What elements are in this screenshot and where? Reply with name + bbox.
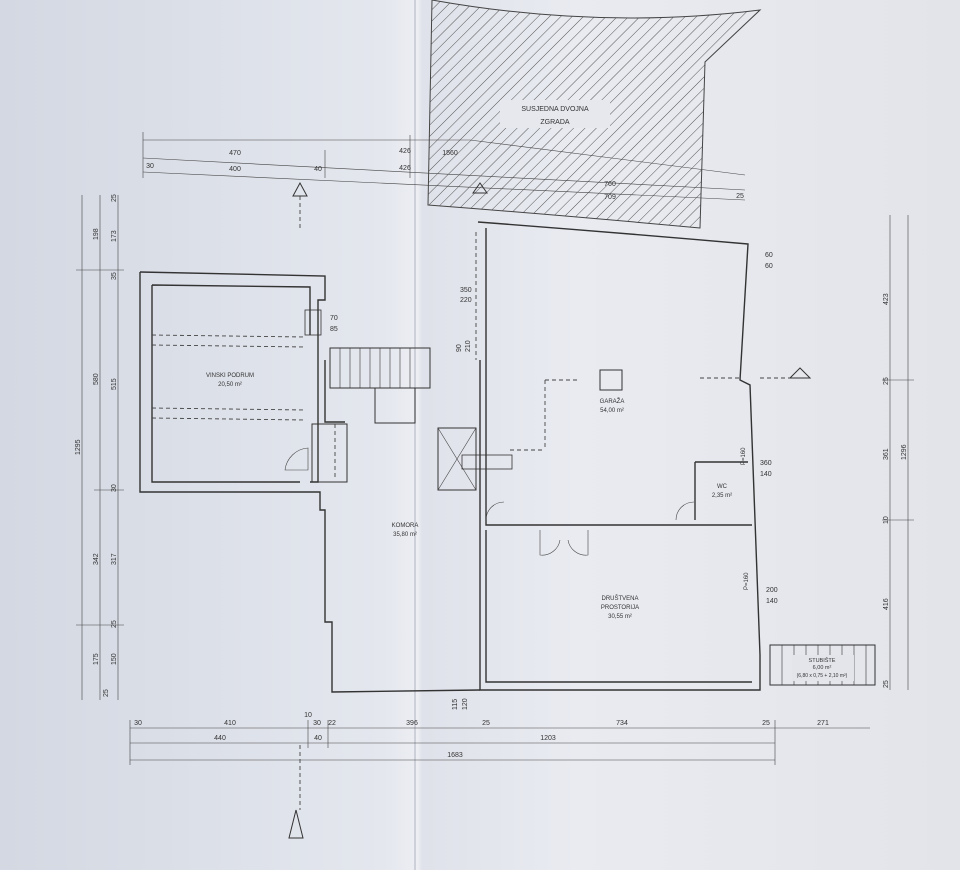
dim-bot-10: 10 <box>304 712 312 719</box>
dim-bot-271: 271 <box>817 720 829 727</box>
opening-w2-b: 60 <box>765 263 773 270</box>
room-stairs-name: STUBIŠTE <box>809 657 836 664</box>
dim-top-40: 40 <box>314 166 322 173</box>
opening-w7-b: 120 <box>462 698 469 710</box>
dim-bot-1683: 1683 <box>447 752 463 759</box>
dim-top-709: 709 <box>604 194 616 201</box>
dim-left-35: 35 <box>111 272 118 280</box>
dim-left-25a: 25 <box>111 194 118 202</box>
opening-w3-a: 360 <box>760 460 772 467</box>
room-wc-name: WC <box>717 484 728 490</box>
room-stairs-area: 6,00 m² <box>813 665 832 671</box>
dim-top-400: 400 <box>229 166 241 173</box>
dim-left-150: 150 <box>111 653 118 665</box>
dim-right-1296: 1296 <box>901 444 908 460</box>
details <box>151 232 876 686</box>
section-markers <box>288 181 812 839</box>
dim-left-580: 580 <box>93 373 100 385</box>
bottom-dimensions: 30 410 10 30 22 396 25 734 25 271 440 40… <box>129 712 870 765</box>
opening-w7-a: 115 <box>452 699 459 710</box>
dim-bot-40: 40 <box>314 735 322 742</box>
dim-top-470: 470 <box>229 150 241 157</box>
dim-left-175: 175 <box>93 653 100 665</box>
room-stairs-formula: (6,80 x 0,75 + 2,10 m²) <box>797 673 848 679</box>
dim-top-1560: 1560 <box>442 150 458 157</box>
dim-right-361: 361 <box>883 448 890 460</box>
opening-p1: P=160 <box>741 447 747 465</box>
dim-top-30: 30 <box>146 163 154 170</box>
room-social-area: 30,55 m² <box>608 614 632 620</box>
room-garage-name: GARAŽA <box>600 397 625 405</box>
dim-bot-396: 396 <box>406 720 418 727</box>
room-storage-area: 35,80 m² <box>393 532 417 538</box>
left-dimensions: 25 173 198 35 515 580 1295 30 317 342 25… <box>75 194 124 700</box>
opening-labels: 70 85 60 60 360 140 200 140 350 220 90 2… <box>330 252 778 710</box>
neighbor-building: SUSJEDNA DVOJNA ZGRADA <box>427 0 762 229</box>
room-wine-cellar-name: VINSKI PODRUM <box>206 373 254 379</box>
dim-left-1295: 1295 <box>75 439 82 455</box>
opening-w3-b: 140 <box>760 471 772 478</box>
dim-right-25b: 25 <box>883 680 890 688</box>
opening-w5-b: 220 <box>460 297 472 304</box>
opening-w1-a: 70 <box>330 315 338 322</box>
room-wine-cellar-area: 20,50 m² <box>218 382 242 388</box>
dim-left-342: 342 <box>93 553 100 565</box>
dim-left-173: 173 <box>111 230 118 242</box>
dim-top-760: 760 <box>604 181 616 188</box>
opening-p2: P=160 <box>744 572 750 590</box>
room-wc-area: 2,35 m² <box>712 493 732 499</box>
opening-w5-a: 350 <box>460 287 472 294</box>
dim-bot-734: 734 <box>616 720 628 727</box>
opening-w2-a: 60 <box>765 252 773 259</box>
dim-right-25a: 25 <box>883 377 890 385</box>
dim-bot-25a: 25 <box>482 720 490 727</box>
room-social-name: DRUŠTVENA <box>601 595 638 602</box>
room-garage-area: 54,00 m² <box>600 408 624 414</box>
dim-left-317: 317 <box>111 553 118 565</box>
dim-left-30: 30 <box>111 484 118 492</box>
room-labels: VINSKI PODRUM 20,50 m² KOMORA 35,80 m² G… <box>206 373 848 679</box>
dim-top-426a: 426 <box>399 148 411 155</box>
neighbor-label-1: SUSJEDNA DVOJNA <box>521 106 589 113</box>
right-dimensions: 423 25 361 10 1296 416 25 <box>882 215 914 690</box>
dim-top-426b: 426 <box>399 165 411 172</box>
opening-w1-b: 85 <box>330 326 338 333</box>
opening-w6-b: 210 <box>465 340 472 352</box>
dim-bot-440: 440 <box>214 735 226 742</box>
dim-right-10: 10 <box>883 516 890 524</box>
dim-top-25: 25 <box>736 193 744 200</box>
dim-right-416: 416 <box>883 598 890 610</box>
room-storage-name: KOMORA <box>392 523 419 529</box>
opening-w4-a: 200 <box>766 587 778 594</box>
neighbor-label-2: ZGRADA <box>540 119 570 126</box>
room-social-name2: PROSTORIJA <box>601 605 639 611</box>
opening-w4-b: 140 <box>766 598 778 605</box>
dim-right-423: 423 <box>883 293 890 305</box>
dim-left-515: 515 <box>111 378 118 390</box>
opening-w6-a: 90 <box>456 344 463 352</box>
dim-bot-410: 410 <box>224 720 236 727</box>
dim-bot-22: 22 <box>328 720 336 727</box>
dim-left-25c: 25 <box>103 689 110 697</box>
walls-right <box>477 221 761 691</box>
dim-bot-30a: 30 <box>134 720 142 727</box>
dim-left-198: 198 <box>93 228 100 240</box>
top-dimensions: 470 426 1560 30 400 40 426 760 709 25 <box>142 132 746 201</box>
dim-left-25b: 25 <box>111 620 118 628</box>
dim-bot-30b: 30 <box>313 720 321 727</box>
dim-bot-25b: 25 <box>762 720 770 727</box>
dim-bot-1203: 1203 <box>540 735 556 742</box>
